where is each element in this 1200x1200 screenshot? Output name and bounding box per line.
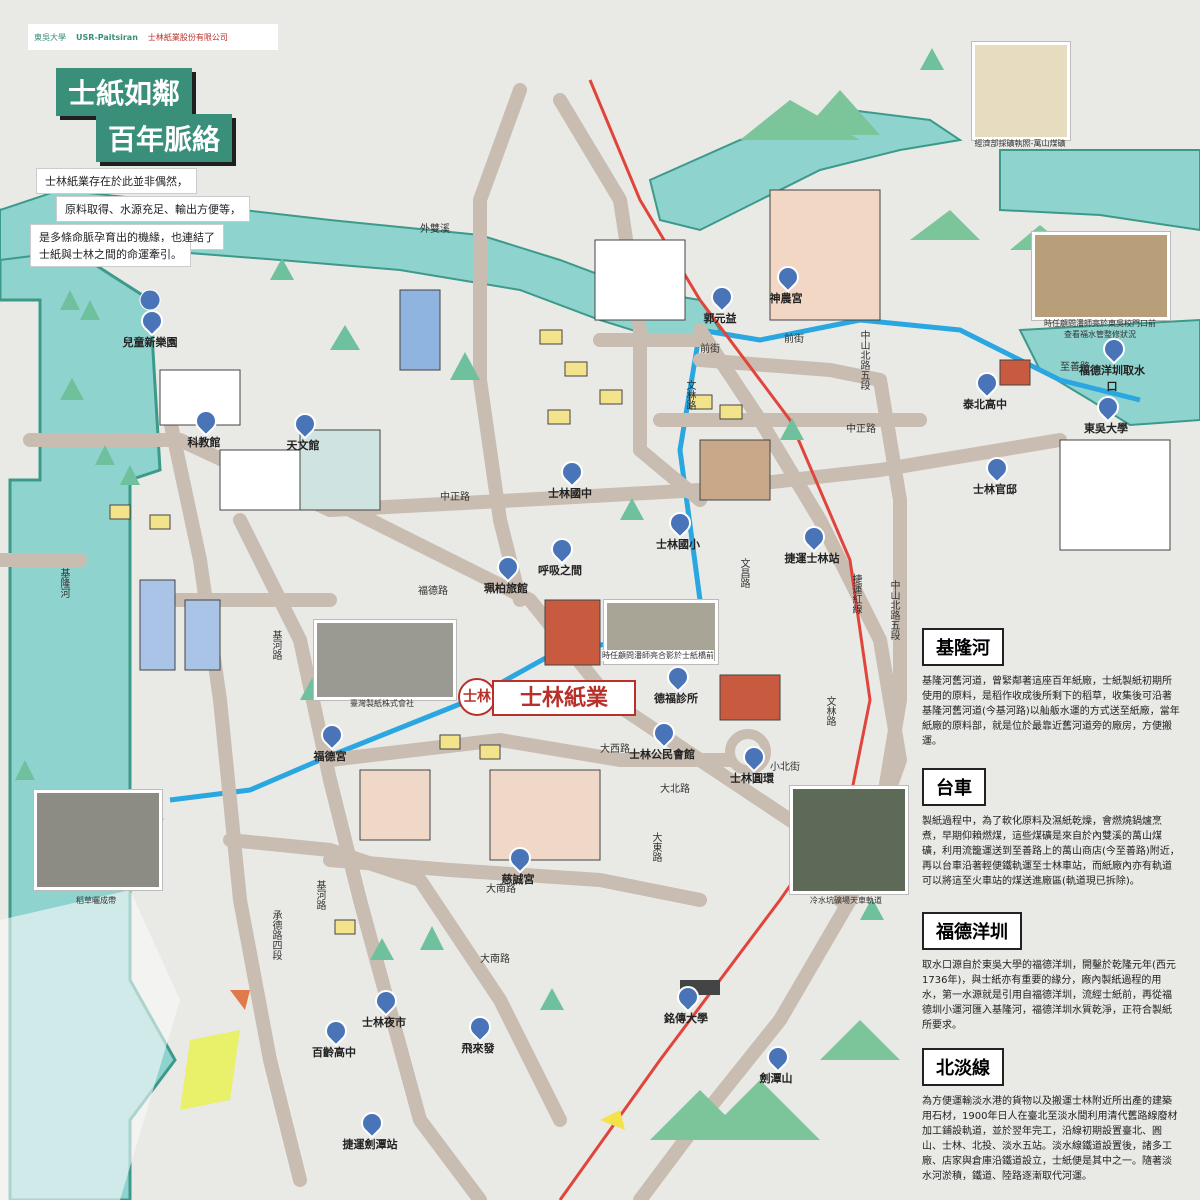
caption-coal-railway: 冷水坑礦場天車軌道 [810,896,882,905]
place-label: 福德宮 [313,750,347,763]
intro-line-4: 士紙與士林之間的命運牽引。 [30,242,191,267]
place-label: 銘傳大學 [664,1012,708,1025]
road-label: 大南路 [486,884,516,895]
place-label: 呼吸之間 [538,564,582,577]
decor-shapes [180,980,720,1130]
road-label: 基隆河 [58,568,69,598]
section-text: 基隆河舊河道，曾緊鄰著這座百年紙廠，士紙製紙初期所使用的原料，是稻作收成後所剩下… [922,676,1180,747]
place-label: 科教館 [187,436,221,449]
place-label: 珮柏旅館 [484,582,528,595]
road-label: 承德路四段 [270,910,281,960]
photo-paper-mill [314,620,456,700]
section-keelung-river: 基隆河 基隆河舊河道，曾緊鄰著這座百年紙廠，士紙製紙初期所使用的原料，是稻作收成… [922,628,1180,749]
road-label: 福德路 [418,586,448,597]
road-label: 中正路 [440,492,470,503]
section-tamsui-line: 北淡線 為方便運輸淡水港的貨物以及搬運士林附近所出產的建築用石材，1900年日人… [922,1048,1180,1184]
place-label: 捷運劍潭站 [342,1138,398,1151]
road-label: 文林路 [824,696,835,726]
road-label: 前街 [700,344,720,355]
caption-coal-permit: 經濟部採礦執照-萬山煤礦 [974,139,1066,148]
caption-canal: 時任顧問潘師亮於東吳校門口前 查看福水管整修狀況 [1044,319,1156,339]
place-label: 百齡高中 [312,1046,356,1059]
bottom-left-block [0,890,180,1200]
brand-seal: 士林 [458,678,496,716]
fude-canal-area [999,149,1200,232]
road-label: 基河路 [270,630,281,660]
road-network [0,83,1067,1200]
place-label: 泰北高中 [963,398,1007,411]
road-label: 中正路 [846,424,876,435]
place-label: 兒童新樂園 [122,336,178,349]
title-line-2: 百年脈絡 [96,114,233,162]
title-line-1: 士紙如鄰 [56,68,193,116]
road-label: 文昌路 [738,558,749,588]
section-text: 為方便運輸淡水港的貨物以及搬運士林附近所出產的建築用石材，1900年日人在臺北至… [922,1096,1178,1182]
road-label: 基河路 [314,880,325,910]
place-label: 士林官邸 [973,483,1017,496]
photo-rice-straw [34,790,162,890]
photo-coal-railway [790,786,908,894]
caption-paper-mill: 臺灣製紙株式會社 [350,699,414,708]
road-label: 前街 [784,334,804,345]
road-label: 大東路 [650,832,661,862]
place-label: 士林公民會館 [629,748,695,761]
place-label: 德福診所 [654,692,698,705]
road-label: 捷運紅線 [850,574,861,614]
mountains [650,90,1070,1140]
photo-coal-permit [972,42,1070,140]
caption-rice-straw: 稻草曬成帶 [76,896,116,905]
road-label: 大西路 [600,744,630,755]
logo-usr: USR-Paitsiran [76,32,138,42]
road-label: 小北街 [770,762,800,773]
caption-consultant: 時任顧問潘師亮合影於士紙橋前 [602,650,714,661]
section-text: 製紙過程中，為了軟化原料及濕紙乾燥，會燃燒鍋爐烹煮，早期仰賴燃煤，這些煤礦是來自… [922,816,1180,887]
section-fude-canal: 福德洋圳 取水口源自於東吳大學的福德洋圳，開鑿於乾隆元年(西元1736年)，與士… [922,912,1180,1033]
place-label: 慈誠宮 [501,873,535,886]
houses [109,329,743,935]
section-title: 基隆河 [922,628,1004,666]
road-label: 文林路 [684,380,695,410]
road-label: 至善路 [1060,362,1090,373]
place-label: 神農宮 [769,292,803,305]
place-label: 士林圓環 [730,772,774,785]
intro-line-1: 士林紙業存在於此並非偶然， [36,168,197,194]
place-label: 東吳大學 [1084,422,1128,435]
road-label: 外雙溪 [420,224,450,235]
road-label: 中山北路五段 [888,580,899,640]
place-label: 天文館 [286,439,320,452]
place-label: 飛來發 [461,1042,495,1055]
place-label: 士林夜市 [362,1016,406,1029]
section-text: 取水口源自於東吳大學的福德洋圳，開鑿於乾隆元年(西元1736年)，與士紙亦有重要… [922,960,1176,1031]
brand-name: 士林紙業 [492,680,636,716]
buildings [139,189,1171,861]
intro-line-2: 原料取得、水源充足、輸出方便等， [56,196,250,222]
section-title: 北淡線 [922,1048,1004,1086]
place-label: 士林國中 [548,487,592,500]
section-title: 福德洋圳 [922,912,1022,950]
logo-soochow: 東吳大學 [34,32,66,42]
road-label: 中山北路五段 [858,330,869,390]
road-label: 大北路 [660,784,690,795]
place-label: 劍潭山 [759,1072,793,1085]
place-label: 捷運士林站 [784,552,840,565]
road-label: 大南路 [480,954,510,965]
place-label: 郭元益 [703,312,737,325]
section-trolley: 台車 製紙過程中，為了軟化原料及濕紙乾燥，會燃燒鍋爐烹煮，早期仰賴燃煤，這些煤礦… [922,768,1180,889]
place-label: 士林國小 [656,538,700,551]
photo-canal [1032,232,1170,320]
section-title: 台車 [922,768,986,806]
logo-shilin-paper: 士林紙業股份有限公司 [147,32,228,42]
logo-bar: 東吳大學 USR-Paitsiran 士林紙業股份有限公司 [28,24,278,50]
place-label: 福德洋圳取水口 [1079,364,1145,393]
